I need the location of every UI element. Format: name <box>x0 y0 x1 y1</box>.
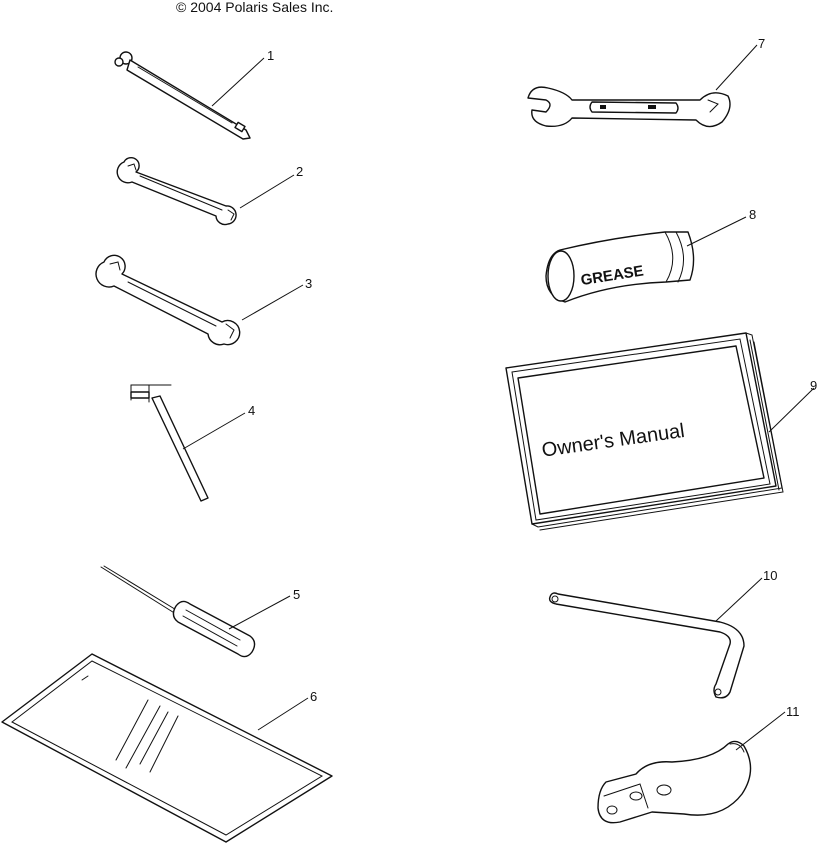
callout-11: 11 <box>786 704 800 719</box>
callout-1: 1 <box>267 48 274 63</box>
callout-10: 10 <box>763 568 777 583</box>
part-6-sheet <box>1 653 333 843</box>
part-10-l-key <box>548 592 745 699</box>
copyright-notice: © 2004 Polaris Sales Inc. <box>176 0 334 15</box>
callout-3: 3 <box>305 276 312 291</box>
part-2-wrench <box>116 156 237 226</box>
part-5-screwdriver <box>100 565 256 658</box>
callout-8: 8 <box>749 207 756 222</box>
callout-2: 2 <box>296 164 303 179</box>
part-1-tool <box>114 51 251 140</box>
callout-6: 6 <box>310 689 317 704</box>
part-9-owners-manual: Owner's Manual <box>505 332 784 531</box>
callout-5: 5 <box>293 587 300 602</box>
part-3-wrench <box>95 254 241 346</box>
callout-7: 7 <box>758 36 765 51</box>
callout-9: 9 <box>810 378 817 393</box>
part-11-spanner <box>597 740 752 824</box>
part-7-wrench <box>527 86 731 128</box>
part-4-hex-key <box>130 384 209 502</box>
callout-4: 4 <box>248 403 255 418</box>
part-8-grease-tube: GREASE <box>545 231 695 303</box>
